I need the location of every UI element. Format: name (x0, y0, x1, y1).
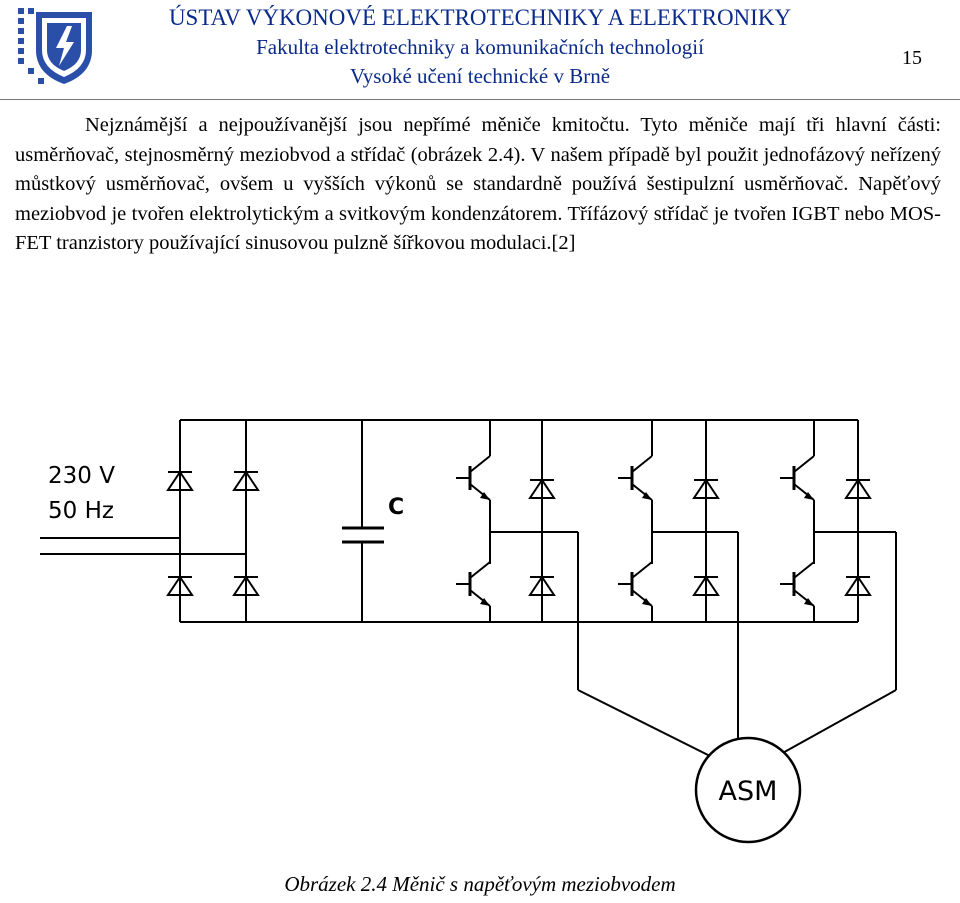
circuit-figure: 230 V 50 Hz C (0, 380, 960, 860)
igbt-t2 (454, 560, 492, 608)
freewheel-diode-6 (845, 570, 871, 600)
asynchronous-motor (694, 736, 802, 844)
supply-voltage-label: 230 V (48, 463, 115, 489)
motor-phase-w (769, 689, 897, 761)
institute-name: ÚSTAV VÝKONOVÉ ELEKTROTECHNIKY A ELEKTRO… (168, 5, 792, 30)
freewheel-diode-3 (693, 473, 719, 503)
rectifier-diode-d2 (167, 570, 193, 600)
rectifier-diode-d3 (233, 465, 259, 495)
circuit-diagram: 230 V 50 Hz C (40, 419, 897, 844)
rectifier-diode-d1 (167, 465, 193, 495)
inverter-leg-2 (616, 420, 739, 735)
figure-caption: Obrázek 2.4 Měnič s napěťovým meziobvode… (284, 872, 676, 896)
igbt-t3 (616, 454, 654, 502)
freewheel-diode-1 (529, 473, 555, 503)
freewheel-diode-4 (693, 570, 719, 600)
rectifier-diode-d4 (233, 570, 259, 600)
motor-label: ASM (719, 776, 778, 807)
faculty-name: Fakulta elektrotechniky a komunikačních … (256, 35, 704, 59)
page-number: 15 (902, 47, 922, 69)
motor-phase-u (577, 689, 719, 761)
freewheel-diode-2 (529, 570, 555, 600)
igbt-t5 (778, 454, 816, 502)
university-logo (14, 4, 100, 88)
capacitor-label: C (388, 495, 404, 520)
igbt-t4 (616, 560, 654, 608)
header-divider (0, 99, 960, 100)
inverter-leg-3 (778, 420, 897, 690)
page-header: ÚSTAV VÝKONOVÉ ELEKTROTECHNIKY A ELEKTRO… (0, 0, 960, 100)
igbt-t1 (454, 454, 492, 502)
freewheel-diode-5 (845, 473, 871, 503)
supply-frequency-label: 50 Hz (48, 498, 114, 524)
igbt-t6 (778, 560, 816, 608)
university-name: Vysoké učení technické v Brně (349, 64, 611, 88)
inverter-leg-1 (454, 420, 579, 690)
body-paragraph: Nejznámější a nejpoužívanější jsou nepří… (15, 114, 941, 254)
